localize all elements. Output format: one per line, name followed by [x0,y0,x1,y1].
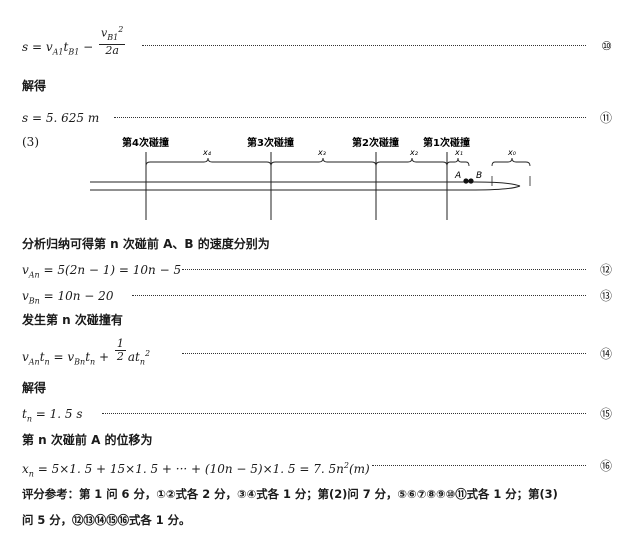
scoring-reference-line-2: 问 5 分，⑫⑬⑭⑮⑯式各 1 分。 [22,513,191,527]
scoring-reference-line-1: 评分参考：第 1 问 6 分，①②式各 2 分，③④式各 1 分；第(2)问 7… [22,487,558,501]
track-lower-rail [90,185,521,191]
label-x0: x₀ [507,148,517,157]
block-b [468,178,474,184]
equation-number: ⑫ [599,263,612,277]
brace-x0 [491,157,531,167]
equation-number: ⑭ [599,347,612,361]
fraction: vB12 2a [99,25,126,57]
label-x3: x₃ [317,148,326,157]
displacement-text: 第 n 次碰前 A 的位移为 [22,433,153,447]
label-jiede: 解得 [22,79,47,93]
label-x4: x₄ [202,148,212,157]
brace-x2 [375,157,448,167]
collision-3-label: 第3次碰撞 [247,136,294,149]
equation-15: tn = 1. 5 s ⑮ [22,406,612,428]
label-x2: x₂ [409,148,419,157]
collision-4-label: 第4次碰撞 [122,136,169,149]
label-a: A [454,171,461,181]
collision-text: 发生第 n 次碰撞有 [22,313,123,327]
equation-14: vAntn = vBntn + 1 2 atn2 ⑭ [22,338,612,371]
analysis-text: 分析归纳可得第 n 次碰前 A、B 的速度分别为 [22,237,270,251]
collision-1-label: 第1次碰撞 [423,136,470,149]
equation-10: s = vA1tB1 − vB12 2a ⑩ [22,25,612,61]
equation-16: xn = 5×1. 5 + 15×1. 5 + ··· + (10n − 5)×… [22,458,612,483]
equation-number: ⑯ [599,459,612,473]
collision-diagram: 第4次碰撞 第3次碰撞 第2次碰撞 第1次碰撞 x₄ x₃ x₂ x₁ x₀ A… [90,136,531,220]
equation-number: ⑮ [599,407,612,421]
brace-x4 [145,157,272,167]
equation-11: s = 5. 625 m ⑪ [22,110,612,126]
fraction-half: 1 2 [114,337,126,363]
equation-13: vBn = 10n − 20 ⑬ [22,288,612,310]
equation-12: vAn = 5(2n − 1) = 10n − 5 ⑫ [22,262,612,284]
part-3-label: (3) [22,135,39,149]
label-b: B [476,171,482,181]
label-x1: x₁ [454,148,463,157]
collision-2-label: 第2次碰撞 [352,136,399,149]
track-upper-rail [90,181,521,187]
equation-number: ⑪ [599,111,612,125]
equation-number: ⑬ [599,289,612,303]
brace-x3 [270,157,377,167]
brace-x1 [446,157,470,167]
label-jiede: 解得 [22,381,47,395]
block-a [463,178,469,184]
equation-number: ⑩ [601,39,612,53]
